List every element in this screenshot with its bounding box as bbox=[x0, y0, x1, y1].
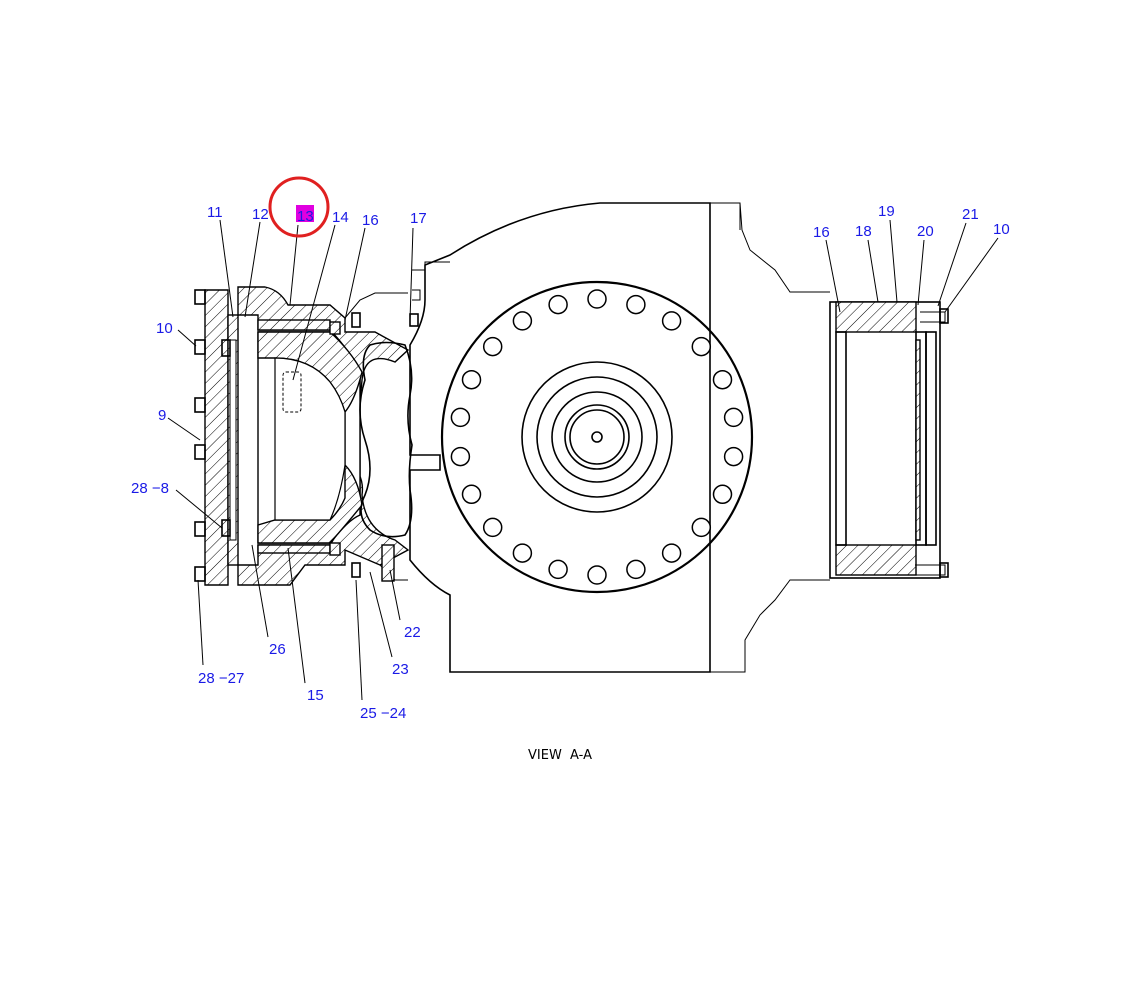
bolt-hole bbox=[450, 407, 471, 428]
leader-lines bbox=[167, 219, 999, 701]
callout-28-27[interactable]: 28 −27 bbox=[198, 670, 244, 687]
callout-13[interactable]: 13 bbox=[297, 208, 314, 225]
bolt-hole bbox=[723, 407, 744, 428]
bolt-hole bbox=[723, 446, 744, 467]
callout-17[interactable]: 17 bbox=[410, 210, 427, 227]
main-housing bbox=[409, 202, 830, 673]
callout-9[interactable]: 9 bbox=[158, 407, 166, 424]
callout-10-right[interactable]: 10 bbox=[993, 221, 1010, 238]
bolt-hole bbox=[712, 484, 733, 505]
right-assembly bbox=[829, 301, 949, 579]
left-final-drive bbox=[204, 286, 413, 586]
bolt-hole bbox=[512, 311, 533, 331]
callout-12[interactable]: 12 bbox=[252, 206, 269, 223]
callout-26[interactable]: 26 bbox=[269, 641, 286, 658]
bolt-hole bbox=[691, 336, 712, 357]
callout-14[interactable]: 14 bbox=[332, 209, 349, 226]
callout-15[interactable]: 15 bbox=[307, 687, 324, 704]
callout-16-left[interactable]: 16 bbox=[362, 212, 379, 229]
left-bolts bbox=[194, 289, 419, 582]
bolt-hole bbox=[482, 336, 503, 357]
highlight-marker bbox=[296, 205, 314, 222]
callout-11[interactable]: 11 bbox=[207, 204, 223, 221]
bolt-hole bbox=[461, 484, 482, 505]
bolt-hole bbox=[548, 559, 568, 580]
bolt-hole bbox=[626, 559, 646, 580]
callout-19[interactable]: 19 bbox=[878, 203, 895, 220]
callout-20[interactable]: 20 bbox=[917, 223, 934, 240]
callout-28-8[interactable]: 28 −8 bbox=[131, 480, 169, 497]
wheel-hub bbox=[440, 280, 754, 594]
callout-10-left[interactable]: 10 bbox=[156, 320, 173, 337]
bolt-hole bbox=[626, 294, 646, 315]
callout-16-right[interactable]: 16 bbox=[813, 224, 830, 241]
bolt-hole bbox=[691, 517, 712, 538]
view-caption: VIEW A-A bbox=[528, 748, 592, 763]
bolt-hole bbox=[482, 517, 503, 538]
highlight-circle bbox=[268, 176, 330, 238]
bolt-hole bbox=[587, 565, 607, 585]
bolt-hole bbox=[512, 543, 533, 563]
bolt-hole bbox=[548, 294, 568, 315]
bolt-hole bbox=[450, 446, 471, 467]
callout-23[interactable]: 23 bbox=[392, 661, 409, 678]
bolt-hole bbox=[712, 369, 733, 390]
bolt-holes bbox=[450, 289, 744, 585]
callout-21[interactable]: 21 bbox=[962, 206, 979, 223]
bolt-hole bbox=[661, 543, 682, 563]
bolt-hole bbox=[461, 369, 482, 390]
callout-22[interactable]: 22 bbox=[404, 624, 421, 641]
callout-25-24[interactable]: 25 −24 bbox=[360, 705, 406, 722]
callout-18[interactable]: 18 bbox=[855, 223, 872, 240]
bolt-hole bbox=[661, 311, 682, 331]
bolt-hole bbox=[587, 289, 607, 309]
